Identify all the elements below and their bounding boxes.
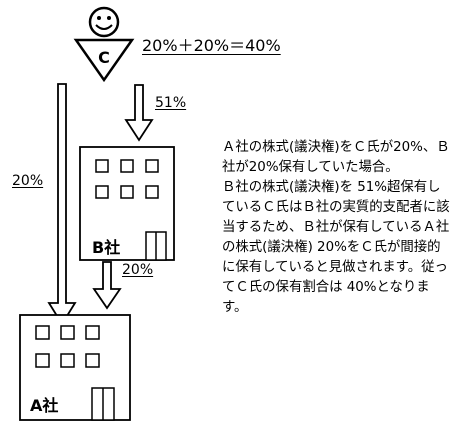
building-b: [79, 146, 175, 261]
explanation-paragraph-2: Ｂ社の株式(議決権)を 51%超保有しているＣ氏はＢ社の実質的支配者に該当するた…: [222, 180, 450, 315]
ownership-equation: 20%＋20%＝40%: [142, 36, 281, 55]
building-a-label: A社: [30, 396, 59, 415]
arrow-b-to-a: [92, 261, 122, 310]
pct-c-to-b: 51%: [155, 95, 187, 111]
building-a: [19, 314, 131, 421]
explanation-text: Ａ社の株式(議決権)をＣ氏が20%、Ｂ社が20%保有していた場合。 Ｂ社の株式(…: [222, 138, 450, 318]
building-b-label: B社: [92, 238, 121, 257]
person-c-triangle: [73, 38, 135, 83]
smiley-face-icon: [88, 6, 120, 38]
pct-c-to-a: 20%: [12, 173, 44, 189]
person-c-label: C: [98, 48, 110, 67]
arrow-c-to-b: [124, 84, 154, 142]
pct-b-to-a: 20%: [122, 262, 154, 278]
arrow-c-to-a: [47, 83, 77, 326]
explanation-paragraph-1: Ａ社の株式(議決権)をＣ氏が20%、Ｂ社が20%保有していた場合。: [222, 140, 450, 175]
